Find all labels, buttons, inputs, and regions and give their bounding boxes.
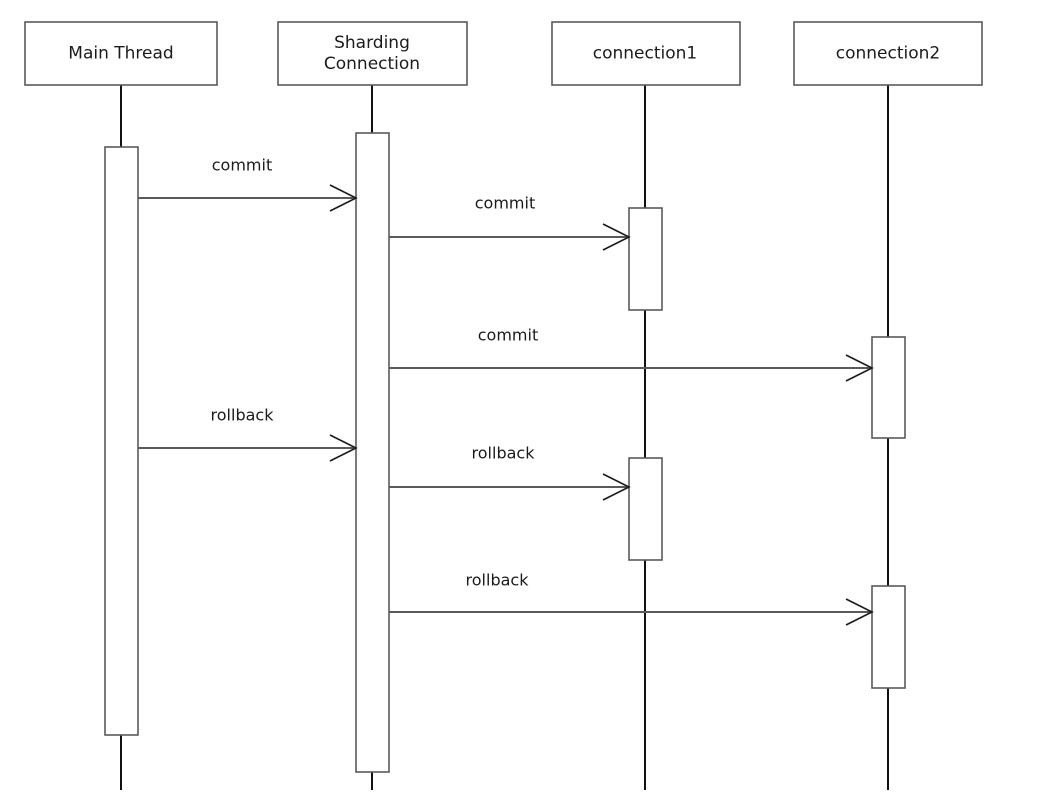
- participant-box-main-thread: [24, 21, 218, 86]
- message-commit-sharding-to-conn1-arrowhead-icon: [602, 223, 631, 251]
- message-rollback-main-to-sharding-arrowhead-icon: [329, 434, 358, 462]
- message-rollback-sharding-to-conn1[interactable]: rollback: [389, 444, 631, 501]
- lifelines-layer: [120, 85, 889, 790]
- message-commit-sharding-to-conn2-label: commit: [478, 326, 538, 345]
- message-rollback-main-to-sharding-label: rollback: [211, 406, 275, 425]
- activation-sharding-connection[interactable]: [355, 132, 390, 773]
- participant-box-connection2: [793, 21, 983, 86]
- participant-connection2[interactable]: connection2: [793, 21, 983, 86]
- activation-connection1-rollback[interactable]: [628, 457, 663, 561]
- participant-connection1[interactable]: connection1: [551, 21, 741, 86]
- messages-layer: commit commit commit rollback rollback rollba…: [138, 156, 874, 626]
- message-commit-sharding-to-conn2-arrowhead-icon: [845, 354, 874, 382]
- participant-main-thread[interactable]: Main Thread: [24, 21, 218, 86]
- activation-connection2-commit[interactable]: [871, 336, 906, 439]
- message-rollback-sharding-to-conn2[interactable]: rollback: [389, 571, 874, 626]
- participant-label-connection1: connection1: [593, 44, 697, 64]
- activation-main-thread[interactable]: [104, 146, 139, 736]
- message-commit-main-to-sharding-label: commit: [212, 156, 272, 175]
- participant-label-connection2: connection2: [836, 44, 940, 64]
- message-commit-main-to-sharding[interactable]: commit: [138, 156, 358, 212]
- participant-label-sharding-connection: Connection: [324, 54, 420, 74]
- participant-box-sharding-connection: [277, 21, 468, 86]
- activation-connection2-rollback[interactable]: [871, 585, 906, 689]
- message-commit-sharding-to-conn2[interactable]: commit: [389, 326, 874, 382]
- activations-layer: [104, 132, 906, 773]
- message-rollback-sharding-to-conn2-label: rollback: [466, 571, 530, 590]
- message-rollback-sharding-to-conn1-arrowhead-icon: [602, 473, 631, 501]
- participant-label-main-thread: Main Thread: [68, 44, 173, 64]
- message-rollback-sharding-to-conn1-label: rollback: [472, 444, 536, 463]
- message-commit-sharding-to-conn1-label: commit: [475, 194, 535, 213]
- participant-label-sharding-connection: Sharding: [334, 33, 410, 53]
- message-rollback-main-to-sharding[interactable]: rollback: [138, 406, 358, 462]
- message-commit-main-to-sharding-arrowhead-icon: [329, 184, 358, 212]
- message-rollback-sharding-to-conn2-arrowhead-icon: [845, 598, 874, 626]
- activation-connection1-commit[interactable]: [628, 207, 663, 311]
- participant-box-connection1: [551, 21, 741, 86]
- message-commit-sharding-to-conn1[interactable]: commit: [389, 194, 631, 251]
